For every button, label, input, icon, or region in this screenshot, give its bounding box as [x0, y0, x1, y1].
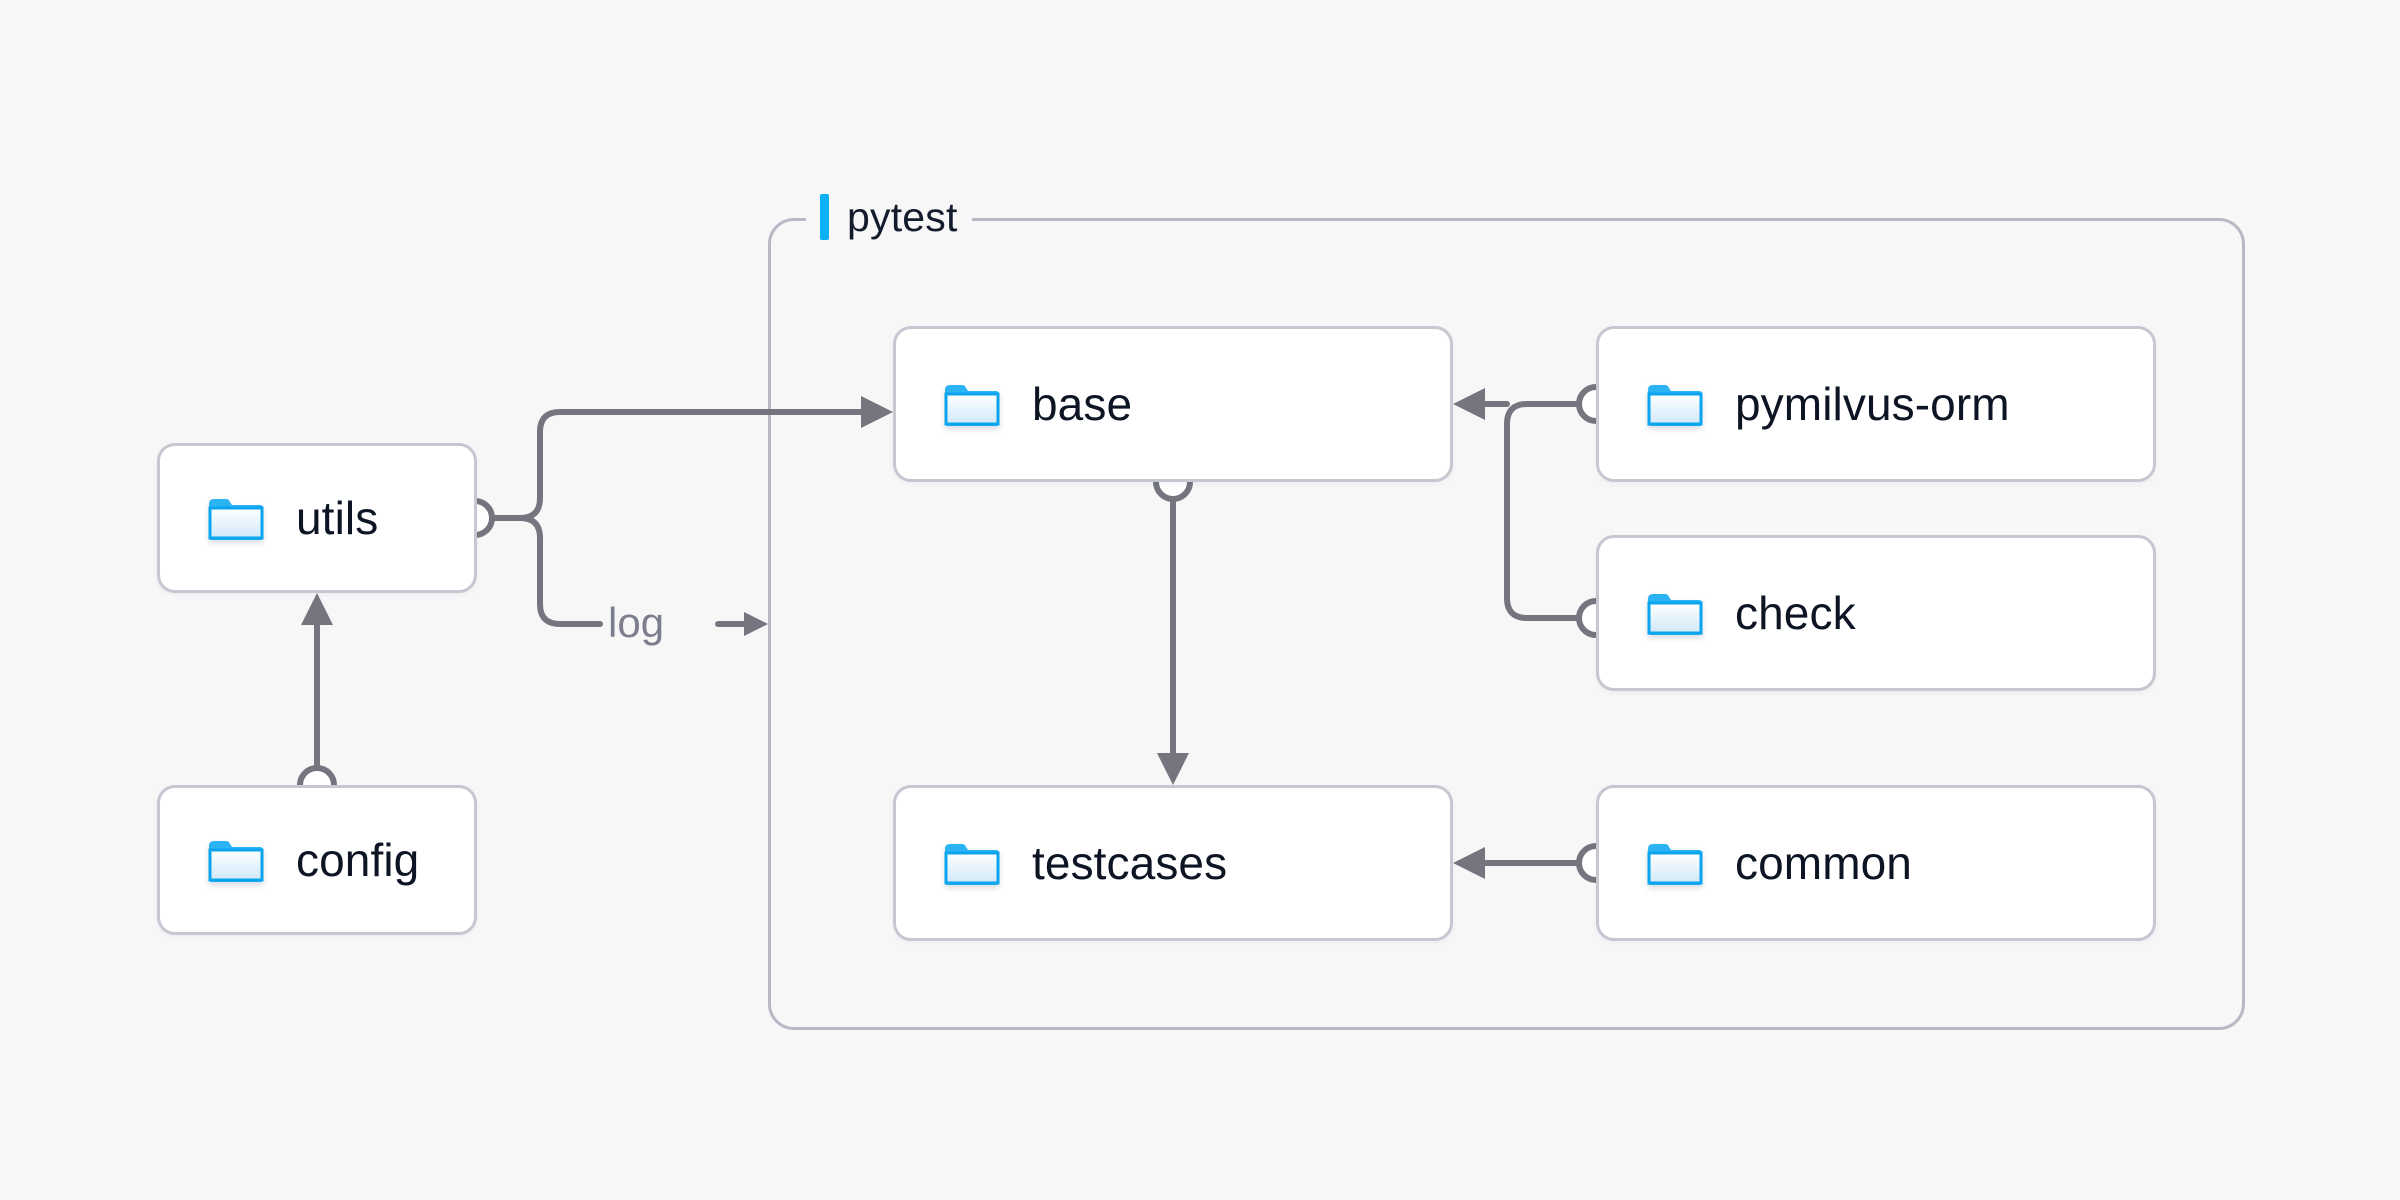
node-utils-label: utils [296, 492, 379, 544]
node-base[interactable]: base [893, 326, 1453, 482]
node-check[interactable]: check [1596, 535, 2156, 691]
folder-icon [1647, 594, 1703, 635]
node-pymilvus-orm[interactable]: pymilvus-orm [1596, 326, 2156, 482]
arrowhead-log [744, 612, 768, 636]
node-config[interactable]: config [157, 785, 477, 935]
node-common[interactable]: common [1596, 785, 2156, 941]
folder-icon [1647, 844, 1703, 885]
arrowhead-config-to-utils [301, 593, 333, 625]
node-base-label: base [1032, 378, 1133, 430]
folder-icon [1647, 385, 1703, 426]
group-pytest-title: pytest [847, 193, 958, 240]
folder-icon [944, 844, 1000, 885]
node-testcases[interactable]: testcases [893, 785, 1453, 941]
node-utils[interactable]: utils [157, 443, 477, 593]
node-config-label: config [296, 834, 420, 886]
folder-icon [208, 499, 264, 540]
node-check-label: check [1735, 587, 1856, 639]
node-pymilvus-orm-label: pymilvus-orm [1735, 378, 2010, 430]
edge-label-log: log [608, 599, 665, 646]
folder-icon [208, 841, 264, 882]
node-common-label: common [1735, 837, 1912, 889]
folder-icon [944, 385, 1000, 426]
group-pytest[interactable] [768, 218, 2245, 1030]
wire-utils-to-log [489, 515, 603, 627]
node-testcases-label: testcases [1032, 837, 1228, 889]
group-pytest-label: pytest [806, 190, 972, 244]
group-accent-bar [820, 194, 829, 240]
